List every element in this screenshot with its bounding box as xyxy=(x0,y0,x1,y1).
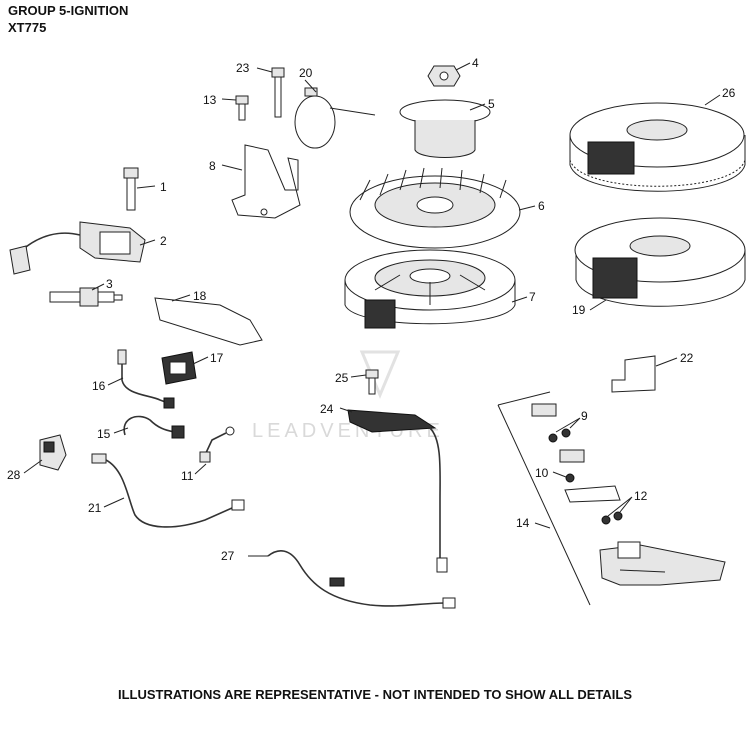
part-15-wire-harness[interactable] xyxy=(123,415,185,439)
part-24-module[interactable] xyxy=(347,409,448,573)
part-1-bolt[interactable] xyxy=(123,167,139,211)
part-10-screw[interactable] xyxy=(564,473,621,503)
part-6-cooling-fan[interactable] xyxy=(349,167,521,249)
callout-7: 7 xyxy=(529,290,536,304)
part-2-ignition-coil[interactable] xyxy=(9,221,146,275)
callout-19: 19 xyxy=(572,303,586,317)
callout-10: 10 xyxy=(535,466,549,480)
leader-lines xyxy=(23,62,721,557)
part-17-switch[interactable] xyxy=(161,351,197,385)
callout-3: 3 xyxy=(106,277,113,291)
callout-23: 23 xyxy=(236,61,250,75)
callout-24: 24 xyxy=(320,402,334,416)
part-8-bracket[interactable] xyxy=(231,144,301,219)
callout-25: 25 xyxy=(335,371,349,385)
part-7-flywheel[interactable] xyxy=(344,249,516,329)
callout-13: 13 xyxy=(203,93,217,107)
part-16-wire-harness[interactable] xyxy=(117,349,175,409)
callout-17: 17 xyxy=(210,351,224,365)
part-26-flywheel-ring-gear[interactable] xyxy=(569,102,746,192)
group-title: GROUP 5-IGNITION xyxy=(8,3,129,18)
callout-9: 9 xyxy=(581,409,588,423)
callout-26: 26 xyxy=(722,86,736,100)
part-4-flywheel-nut[interactable] xyxy=(427,65,461,87)
callout-22: 22 xyxy=(680,351,694,365)
part-12-screws[interactable] xyxy=(601,511,623,525)
callout-14: 14 xyxy=(516,516,530,530)
part-14-assembly[interactable] xyxy=(599,541,726,586)
disclaimer-text: ILLUSTRATIONS ARE REPRESENTATIVE - NOT I… xyxy=(118,687,632,702)
model-code: XT775 xyxy=(8,20,47,35)
part-14-kit-outline xyxy=(497,391,591,606)
callout-15: 15 xyxy=(97,427,111,441)
callout-20: 20 xyxy=(299,66,313,80)
part-9-fasteners[interactable] xyxy=(531,403,585,463)
part-25-screw[interactable] xyxy=(365,369,379,395)
part-5-starter-cup[interactable] xyxy=(399,99,491,158)
callout-27: 27 xyxy=(221,549,235,563)
callout-numbers: 23 13 20 8 1 2 3 18 17 16 15 11 28 21 27… xyxy=(7,56,736,563)
part-22-bracket[interactable] xyxy=(611,355,656,393)
part-11-ground-wire[interactable] xyxy=(199,426,235,463)
callout-2: 2 xyxy=(160,234,167,248)
callout-18: 18 xyxy=(193,289,207,303)
part-13-bolt[interactable] xyxy=(235,95,249,121)
callout-11: 11 xyxy=(181,469,194,483)
callout-21: 21 xyxy=(88,501,102,515)
callout-5: 5 xyxy=(488,97,495,111)
part-19-flywheel[interactable] xyxy=(574,217,746,307)
part-18-cover[interactable] xyxy=(154,297,263,346)
callout-12: 12 xyxy=(634,489,648,503)
callout-1: 1 xyxy=(160,180,167,194)
callout-28: 28 xyxy=(7,468,21,482)
part-20-cable-tie[interactable] xyxy=(294,87,376,149)
callout-6: 6 xyxy=(538,199,545,213)
part-23-bolt[interactable] xyxy=(271,67,285,118)
callout-8: 8 xyxy=(209,159,216,173)
part-21-wire[interactable] xyxy=(91,453,245,528)
part-3-spark-plug[interactable] xyxy=(49,287,123,307)
callout-4: 4 xyxy=(472,56,479,70)
callout-16: 16 xyxy=(92,379,106,393)
part-28-connector[interactable] xyxy=(39,434,67,471)
part-27-wire[interactable] xyxy=(267,550,456,609)
